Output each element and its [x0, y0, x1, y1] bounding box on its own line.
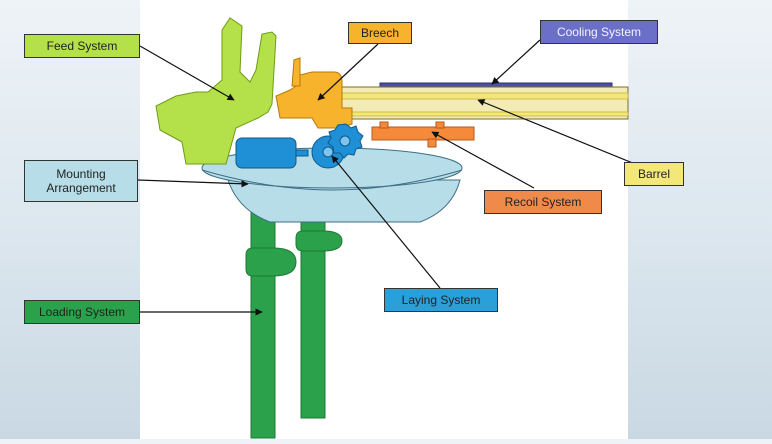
leader-breech — [317, 43, 379, 101]
label-mounting-arrangement-text: Mounting Arrangement — [46, 167, 116, 195]
label-barrel-text: Barrel — [637, 167, 670, 181]
label-recoil-system-text: Recoil System — [504, 195, 582, 209]
label-feed-system: Feed System — [24, 34, 140, 58]
label-breech: Breech — [348, 22, 412, 44]
label-barrel: Barrel — [624, 162, 684, 186]
leader-barrel — [477, 99, 641, 167]
connector-lines — [137, 39, 641, 316]
drive-sprocket — [327, 123, 364, 159]
label-recoil-system: Recoil System — [484, 190, 602, 214]
leader-recoil — [431, 131, 535, 189]
label-laying-system-text: Laying System — [401, 293, 481, 307]
label-cooling-system: Cooling System — [540, 20, 658, 44]
label-breech-text: Breech — [360, 26, 400, 40]
barrel-part — [339, 82, 629, 120]
laying-system-motor — [235, 137, 309, 169]
label-feed-system-text: Feed System — [46, 39, 118, 53]
leader-mounting — [137, 179, 249, 188]
feed-system-part — [155, 17, 277, 165]
label-loading-system-text: Loading System — [38, 305, 126, 319]
label-loading-system: Loading System — [24, 300, 140, 324]
leader-cooling — [491, 39, 541, 85]
label-laying-system: Laying System — [384, 288, 498, 312]
leader-laying — [331, 155, 441, 289]
leader-feed — [139, 45, 235, 101]
label-mounting-arrangement: Mounting Arrangement — [24, 160, 138, 202]
label-cooling-system-text: Cooling System — [556, 25, 642, 39]
recoil-system-part — [371, 121, 475, 148]
